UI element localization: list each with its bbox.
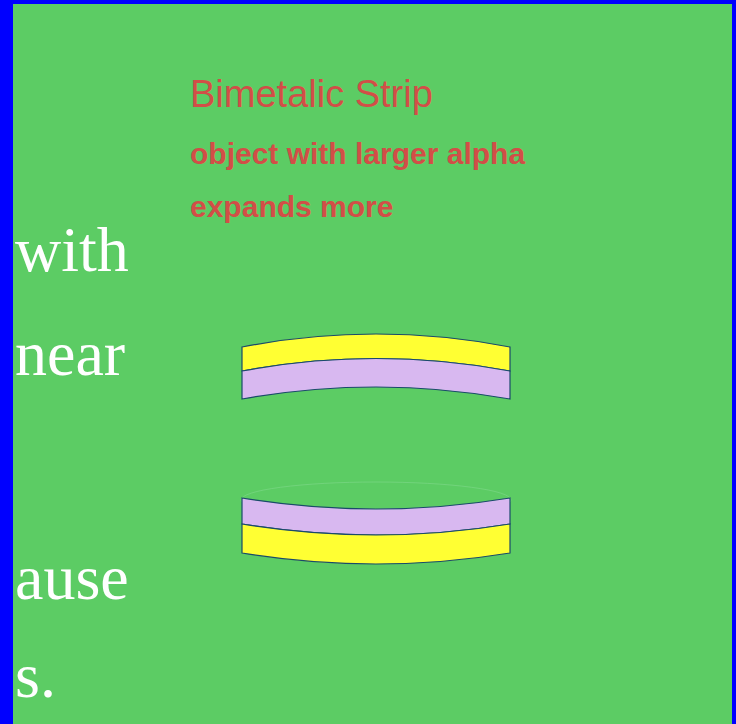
slide-text-fragment: with xyxy=(15,218,129,282)
bent-strip-down xyxy=(242,498,510,564)
lavender-metal-layer xyxy=(242,359,510,400)
slide-text-fragment: near xyxy=(15,322,125,386)
yellow-metal-layer xyxy=(242,524,510,564)
slide-text-fragment: s. xyxy=(15,644,56,708)
left-frame-bar xyxy=(0,0,13,724)
explanation-note: object with larger alpha expands more xyxy=(190,128,560,233)
slide-text-fragment: ause xyxy=(15,546,129,610)
right-frame-bar xyxy=(732,0,736,724)
bent-strip-up xyxy=(242,334,510,399)
top-frame-bar xyxy=(0,0,736,4)
slide-title: Bimetalic Strip xyxy=(190,74,433,116)
